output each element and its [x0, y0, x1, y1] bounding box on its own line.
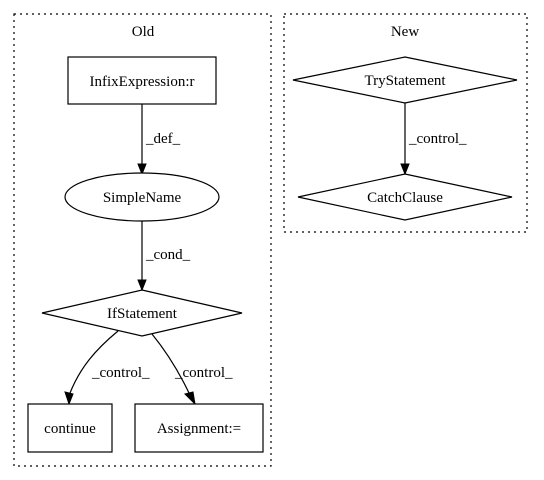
- edge-def: _def_: [137, 104, 181, 176]
- edge-control-assignment-line: [151, 333, 190, 394]
- node-assignment-box: [134, 403, 264, 453]
- node-if-statement-label: IfStatement: [107, 306, 178, 322]
- edge-def-label: _def_: [145, 131, 181, 147]
- cluster-new-label: New: [391, 24, 419, 40]
- node-catch-clause[interactable]: CatchClause: [297, 173, 513, 221]
- node-catch-clause-label: CatchClause: [367, 190, 443, 206]
- edge-cond: _cond_: [137, 221, 191, 292]
- edge-control-assignment: _control_: [151, 333, 233, 406]
- cluster-old-label: Old: [132, 24, 155, 40]
- node-try-statement[interactable]: TryStatement: [292, 56, 518, 104]
- edge-control-assignment-label: _control_: [174, 365, 233, 381]
- node-infix-expression-label: InfixExpression:r: [90, 74, 195, 90]
- node-catch-clause-diamond: [297, 173, 513, 221]
- node-continue[interactable]: continue: [27, 403, 113, 453]
- node-infix-expression[interactable]: InfixExpression:r: [67, 56, 217, 105]
- edge-cond-arrowhead: [137, 279, 147, 292]
- edge-control-catch-label: _control_: [408, 131, 467, 147]
- edge-control-assignment-arrowhead: [184, 391, 196, 406]
- edge-control-continue-label: _control_: [91, 365, 150, 381]
- cluster-old: Old: [13, 13, 272, 467]
- edge-control-continue: _control_: [64, 330, 150, 406]
- node-if-statement[interactable]: IfStatement: [41, 289, 243, 337]
- node-simple-name[interactable]: SimpleName: [64, 172, 220, 222]
- node-simple-name-label: SimpleName: [103, 190, 182, 206]
- edge-control-continue-line: [69, 330, 119, 394]
- edge-control-catch: _control_: [400, 103, 467, 176]
- node-infix-expression-box: [67, 56, 217, 105]
- node-continue-box: [27, 403, 113, 453]
- edge-control-catch-arrowhead: [400, 163, 410, 176]
- edge-cond-label: _cond_: [145, 247, 191, 263]
- edge-def-arrowhead: [137, 163, 147, 176]
- cluster-new: New: [283, 13, 528, 233]
- node-assignment-label: Assignment:=: [157, 421, 241, 437]
- node-continue-label: continue: [44, 421, 96, 437]
- node-try-statement-label: TryStatement: [364, 73, 446, 89]
- node-if-statement-diamond: [41, 289, 243, 337]
- cluster-new-border: [283, 13, 528, 233]
- edge-control-continue-arrowhead: [64, 391, 74, 406]
- node-assignment[interactable]: Assignment:=: [134, 403, 264, 453]
